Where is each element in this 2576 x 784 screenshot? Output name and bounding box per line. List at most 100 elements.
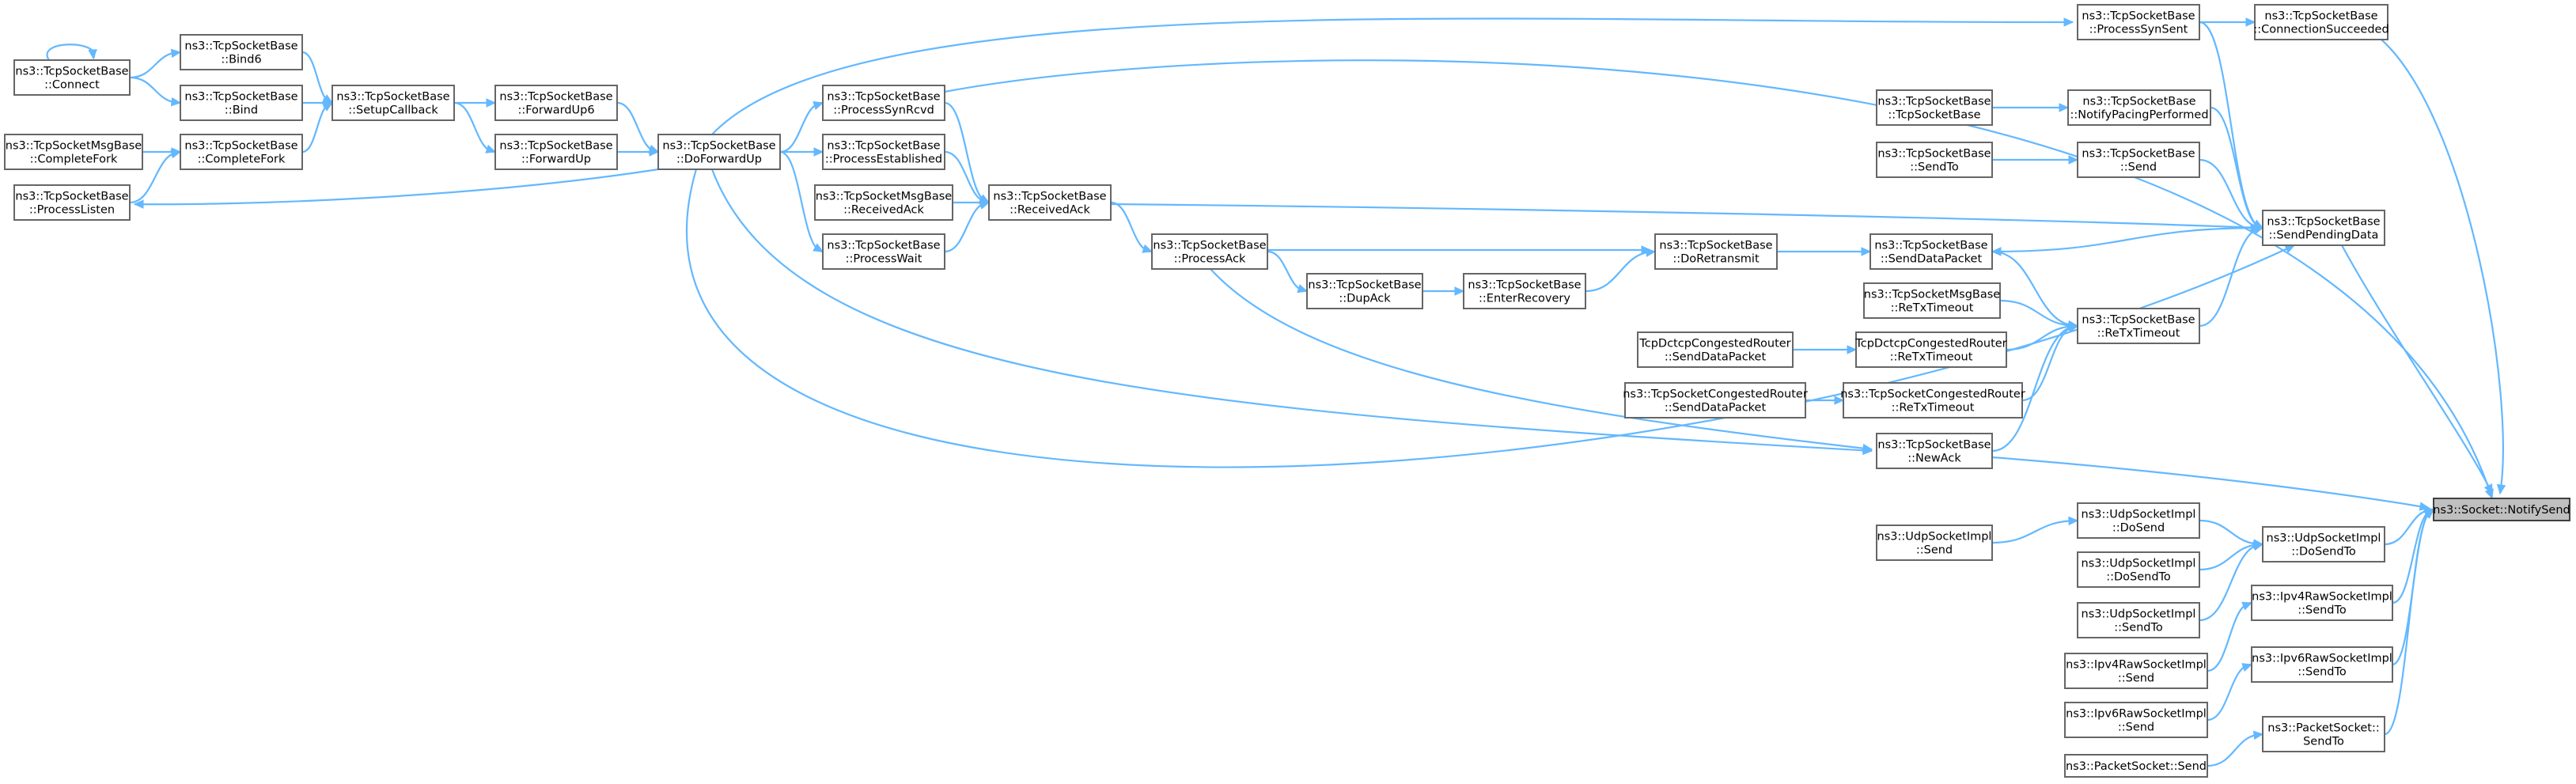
node-msg_retxtimeout[interactable]: ns3::TcpSocketMsgBase::ReTxTimeout (1863, 282, 2001, 319)
node-label-line: ::Connect (44, 78, 100, 91)
node-udp_dosendto[interactable]: ns3::UdpSocketImpl::DoSendTo (2262, 526, 2385, 562)
node-box (1863, 282, 2001, 319)
node-receivedack[interactable]: ns3::TcpSocketBase::ReceivedAck (988, 184, 1112, 221)
call-edge-dctcp_retxtimeout-to-retxtimeout (2006, 321, 2079, 351)
node-ipv6_send[interactable]: ns3::Ipv6RawSocketImpl::Send (2064, 702, 2208, 738)
node-box (1843, 382, 2023, 419)
node-label-line: ::EnterRecovery (1479, 292, 1570, 305)
node-label-line: ns3::TcpSocketBase (184, 139, 297, 152)
edge-line (301, 51, 333, 104)
edge-arrowhead (322, 102, 334, 112)
node-dupack[interactable]: ns3::TcpSocketBase::DupAck (1306, 273, 1423, 309)
node-doforwardup[interactable]: ns3::TcpSocketBase::DoForwardUp (657, 134, 781, 170)
node-udp_dosendto_caller[interactable]: ns3::UdpSocketImpl::DoSendTo (2077, 551, 2200, 588)
edge-arrowhead (2241, 601, 2253, 611)
node-processsynsent[interactable]: ns3::TcpSocketBase::ProcessSynSent (2077, 4, 2200, 40)
node-udp_dosend[interactable]: ns3::UdpSocketImpl::DoSend (2077, 502, 2200, 539)
call-edge-processsynrcvd-to-notify_send (944, 59, 2494, 500)
node-box (988, 184, 1112, 221)
node-box (1654, 233, 1778, 270)
edge-arrowhead (1297, 284, 1309, 294)
node-label-line: ns3::TcpSocketMsgBase (1864, 288, 2001, 301)
node-enterrecovery[interactable]: ns3::TcpSocketBase::EnterRecovery (1463, 273, 1586, 309)
node-bind6[interactable]: ns3::TcpSocketBase::Bind6 (180, 34, 303, 70)
edge-arrowhead (1847, 345, 1858, 354)
node-senddatapacket[interactable]: ns3::TcpSocketBase::SendDataPacket (1869, 233, 1993, 270)
node-label-line: ns3::TcpSocketBase (1468, 278, 1581, 291)
edge-line (2199, 519, 2263, 546)
node-processlisten[interactable]: ns3::TcpSocketBase::ProcessListen (13, 184, 131, 221)
node-box (2262, 526, 2385, 562)
node-label-line: ns3::TcpSocketBase (827, 239, 940, 252)
node-box (1876, 142, 1993, 178)
node-processestablished[interactable]: ns3::TcpSocketBase::ProcessEstablished (822, 134, 945, 170)
edge-arrowhead (2245, 17, 2256, 27)
node-setupcallback[interactable]: ns3::TcpSocketBase::SetupCallback (331, 85, 455, 121)
node-label-line: ns3::TcpSocketBase (1308, 278, 1421, 291)
node-congested_senddatapacket[interactable]: ns3::TcpSocketCongestedRouter::SendDataP… (1623, 382, 1808, 419)
node-label-line: ns3::TcpSocketBase (827, 139, 940, 152)
node-ipv6_sendto[interactable]: ns3::Ipv6RawSocketImpl::SendTo (2251, 646, 2393, 683)
node-box (494, 85, 618, 121)
edge-arrowhead (2068, 516, 2079, 526)
node-dctcp_retxtimeout[interactable]: TcpDctcpCongestedRouter::ReTxTimeout (1854, 331, 2007, 368)
node-udp_send[interactable]: ns3::UdpSocketImpl::Send (1876, 525, 1993, 561)
node-msg_receivedack[interactable]: ns3::TcpSocketMsgBase::ReceivedAck (814, 184, 953, 221)
node-label-line: TcpDctcpCongestedRouter (1854, 337, 2006, 350)
node-label-line: ns3::TcpSocketBase (499, 90, 612, 103)
node-connect[interactable]: ns3::TcpSocketBase::Connect (13, 59, 131, 96)
node-connectionsucceeded[interactable]: ns3::TcpSocketBase::ConnectionSucceeded (2253, 4, 2389, 40)
node-ipv4_send[interactable]: ns3::Ipv4RawSocketImpl::Send (2064, 653, 2208, 689)
edge-arrowhead (1991, 247, 2002, 256)
node-forwardup[interactable]: ns3::TcpSocketBase::ForwardUp (494, 134, 618, 170)
node-sendpendingdata[interactable]: ns3::TcpSocketBase::SendPendingData (2262, 210, 2385, 246)
node-notify_send[interactable]: ns3::Socket::NotifySend (2433, 498, 2570, 521)
edge-arrowhead (813, 147, 824, 157)
call-edge-receivedack-to-sendpendingdata (1110, 203, 2261, 233)
node-msg_completefork[interactable]: ns3::TcpSocketMsgBase::CompleteFork (4, 134, 143, 170)
call-edge-sendpendingdata-to-senddatapacket (1991, 226, 2263, 256)
node-processwait[interactable]: ns3::TcpSocketBase::ProcessWait (822, 233, 945, 270)
node-congested_retxtimeout[interactable]: ns3::TcpSocketCongestedRouter::ReTxTimeo… (1840, 382, 2025, 419)
node-box (2251, 585, 2393, 621)
edge-line (46, 44, 96, 61)
node-label-line: ns3::TcpSocketBase (827, 90, 940, 103)
node-processsynrcvd[interactable]: ns3::TcpSocketBase::ProcessSynRcvd (822, 85, 945, 121)
node-label-line: ::DoRetransmit (1673, 252, 1760, 265)
edge-arrowhead (2423, 509, 2434, 519)
node-label-line: ns3::TcpSocketBase (1877, 438, 1991, 451)
node-label-line: TcpDctcpCongestedRouter (1638, 337, 1790, 350)
node-ctor[interactable]: ns3::TcpSocketBase::TcpSocketBase (1876, 89, 1993, 126)
node-label-line: ns3::TcpSocketBase (2082, 313, 2195, 326)
call-edge-processack-to-doretransmit (1267, 245, 1652, 255)
node-box (1624, 382, 1806, 419)
node-label-line: ns3::TcpSocketBase (184, 40, 297, 52)
node-forwardup6[interactable]: ns3::TcpSocketBase::ForwardUp6 (494, 85, 618, 121)
node-dctcp_senddatapacket[interactable]: TcpDctcpCongestedRouter::SendDataPacket (1637, 331, 1794, 368)
node-label-line: ::SendTo (2298, 604, 2347, 616)
edge-line (2341, 244, 2493, 494)
node-doretransmit[interactable]: ns3::TcpSocketBase::DoRetransmit (1654, 233, 1778, 270)
node-box (180, 85, 303, 121)
node-bind[interactable]: ns3::TcpSocketBase::Bind (180, 85, 303, 121)
node-notifypacing[interactable]: ns3::TcpSocketBase::NotifyPacingPerforme… (2067, 89, 2211, 126)
edge-arrowhead (979, 200, 991, 210)
node-retxtimeout[interactable]: ns3::TcpSocketBase::ReTxTimeout (2077, 308, 2200, 344)
node-label-line: ::DupAck (1339, 292, 1391, 305)
node-label-line: ::Send (2118, 721, 2154, 733)
node-ipv4_sendto[interactable]: ns3::Ipv4RawSocketImpl::SendTo (2251, 585, 2393, 621)
edge-arrowhead (1862, 443, 1873, 453)
node-label-line: ::Send (2118, 672, 2154, 684)
node-label-line: ns3::TcpSocketCongestedRouter (1840, 388, 2025, 400)
node-udp_sendto[interactable]: ns3::UdpSocketImpl::SendTo (2077, 602, 2200, 638)
node-base_send[interactable]: ns3::TcpSocketBase::Send (2077, 142, 2200, 178)
call-edge-processack-to-dupack (1267, 250, 1309, 294)
node-packet_sendto[interactable]: ns3::PacketSocket::SendTo (2262, 716, 2385, 752)
node-newack[interactable]: ns3::TcpSocketBase::NewAck (1876, 433, 1993, 469)
node-completefork[interactable]: ns3::TcpSocketBase::CompleteFork (180, 134, 303, 170)
node-label-line: ::SetupCallback (348, 104, 438, 116)
node-packet_send[interactable]: ns3::PacketSocket::Send (2064, 754, 2208, 778)
node-base_sendto[interactable]: ns3::TcpSocketBase::SendTo (1876, 142, 1993, 178)
node-label-line: ::ReceivedAck (843, 203, 924, 216)
node-processack[interactable]: ns3::TcpSocketBase::ProcessAck (1151, 233, 1268, 270)
